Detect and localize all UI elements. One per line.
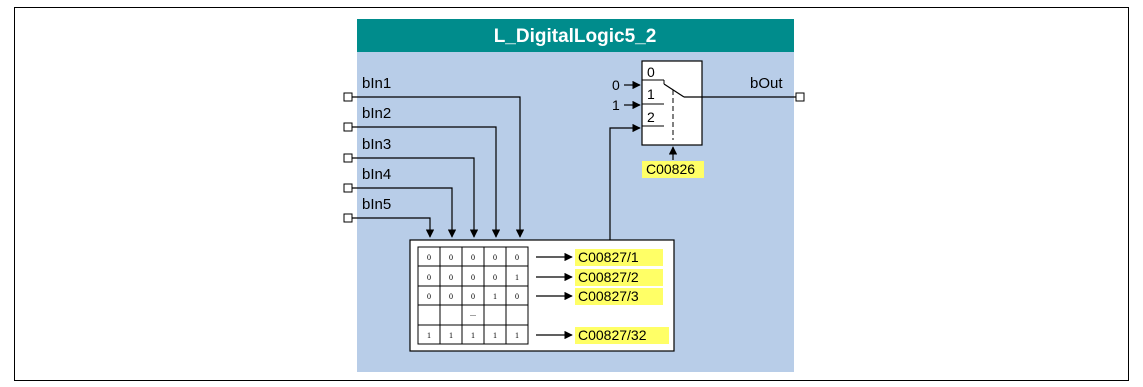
code-c00827-3[interactable]: C00827/3 bbox=[575, 288, 663, 305]
input-label-bIn1: bIn1 bbox=[362, 75, 391, 92]
truth-table-cell: 0 bbox=[471, 292, 475, 301]
code-label: C00827/2 bbox=[578, 269, 639, 285]
code-c00827-1[interactable]: C00827/1 bbox=[575, 249, 663, 266]
selector-switch-lever bbox=[663, 83, 685, 98]
truth-table-cell: 0 bbox=[515, 253, 519, 262]
truth-table-row: 1 1 1 1 1 bbox=[427, 331, 519, 340]
truth-table-row: 0 0 0 0 0 bbox=[427, 253, 519, 262]
table-to-selector-line bbox=[609, 123, 641, 240]
code-c00827-32[interactable]: C00827/32 bbox=[575, 327, 669, 344]
input-label-bIn2: bIn2 bbox=[362, 105, 391, 122]
selector-position-2: 2 bbox=[647, 109, 655, 125]
truth-table-cell: 1 bbox=[449, 331, 453, 340]
code-c00827-2[interactable]: C00827/2 bbox=[575, 269, 663, 286]
truth-table-cell: 0 bbox=[427, 273, 431, 282]
truth-table-cell: 1 bbox=[427, 331, 431, 340]
code-label: C00827/32 bbox=[578, 327, 647, 343]
input-pin-bIn1[interactable] bbox=[343, 92, 525, 238]
code-label: C00827/3 bbox=[578, 288, 639, 304]
truth-table-cell: 1 bbox=[515, 273, 519, 282]
selector-dividers bbox=[642, 79, 665, 127]
code-label: C00826 bbox=[646, 161, 695, 177]
truth-table-cell: 1 bbox=[493, 292, 497, 301]
truth-table-cell: 0 bbox=[449, 253, 453, 262]
truth-table-cell: 0 bbox=[449, 273, 453, 282]
truth-table-row: 0 0 0 0 1 bbox=[427, 273, 519, 282]
truth-table-row: 0 0 0 1 0 bbox=[427, 292, 519, 301]
selector-box bbox=[641, 60, 703, 146]
truth-table-cell: 0 bbox=[515, 292, 519, 301]
const-input-0: 0 bbox=[612, 77, 620, 93]
block-title-bar bbox=[357, 19, 794, 52]
truth-table-row: ... bbox=[470, 309, 476, 318]
truth-table-cell: 1 bbox=[471, 331, 475, 340]
input-pin-bIn5[interactable] bbox=[343, 213, 435, 238]
truth-table-cell: 0 bbox=[493, 273, 497, 282]
truth-table-cell: 0 bbox=[449, 292, 453, 301]
truth-table-cell: 0 bbox=[471, 253, 475, 262]
truth-table-cell: 0 bbox=[493, 253, 497, 262]
truth-table-grid bbox=[417, 246, 529, 345]
truth-table-cell: 0 bbox=[471, 273, 475, 282]
block-title: L_DigitalLogic5_2 bbox=[494, 26, 657, 47]
truth-table-cell: 1 bbox=[515, 331, 519, 340]
code-c00826[interactable]: C00826 bbox=[642, 161, 704, 178]
input-pin-bIn4[interactable] bbox=[343, 183, 457, 238]
input-pin-bIn3[interactable] bbox=[343, 153, 479, 238]
input-label-bIn5: bIn5 bbox=[362, 196, 391, 213]
code-label: C00827/1 bbox=[578, 249, 639, 265]
truth-table-cell: 1 bbox=[493, 331, 497, 340]
truth-table-cell: 0 bbox=[427, 292, 431, 301]
output-pin-bOut[interactable] bbox=[795, 92, 805, 102]
input-label-bIn4: bIn4 bbox=[362, 166, 391, 183]
selector-position-0: 0 bbox=[647, 64, 655, 80]
output-label-bOut: bOut bbox=[750, 75, 783, 92]
const-input-1: 1 bbox=[612, 97, 620, 113]
truth-table-ellipsis: ... bbox=[470, 309, 476, 318]
selector-position-1: 1 bbox=[647, 86, 655, 102]
input-pin-bIn2[interactable] bbox=[343, 122, 501, 238]
truth-table-cell: 0 bbox=[427, 253, 431, 262]
input-label-bIn3: bIn3 bbox=[362, 136, 391, 153]
